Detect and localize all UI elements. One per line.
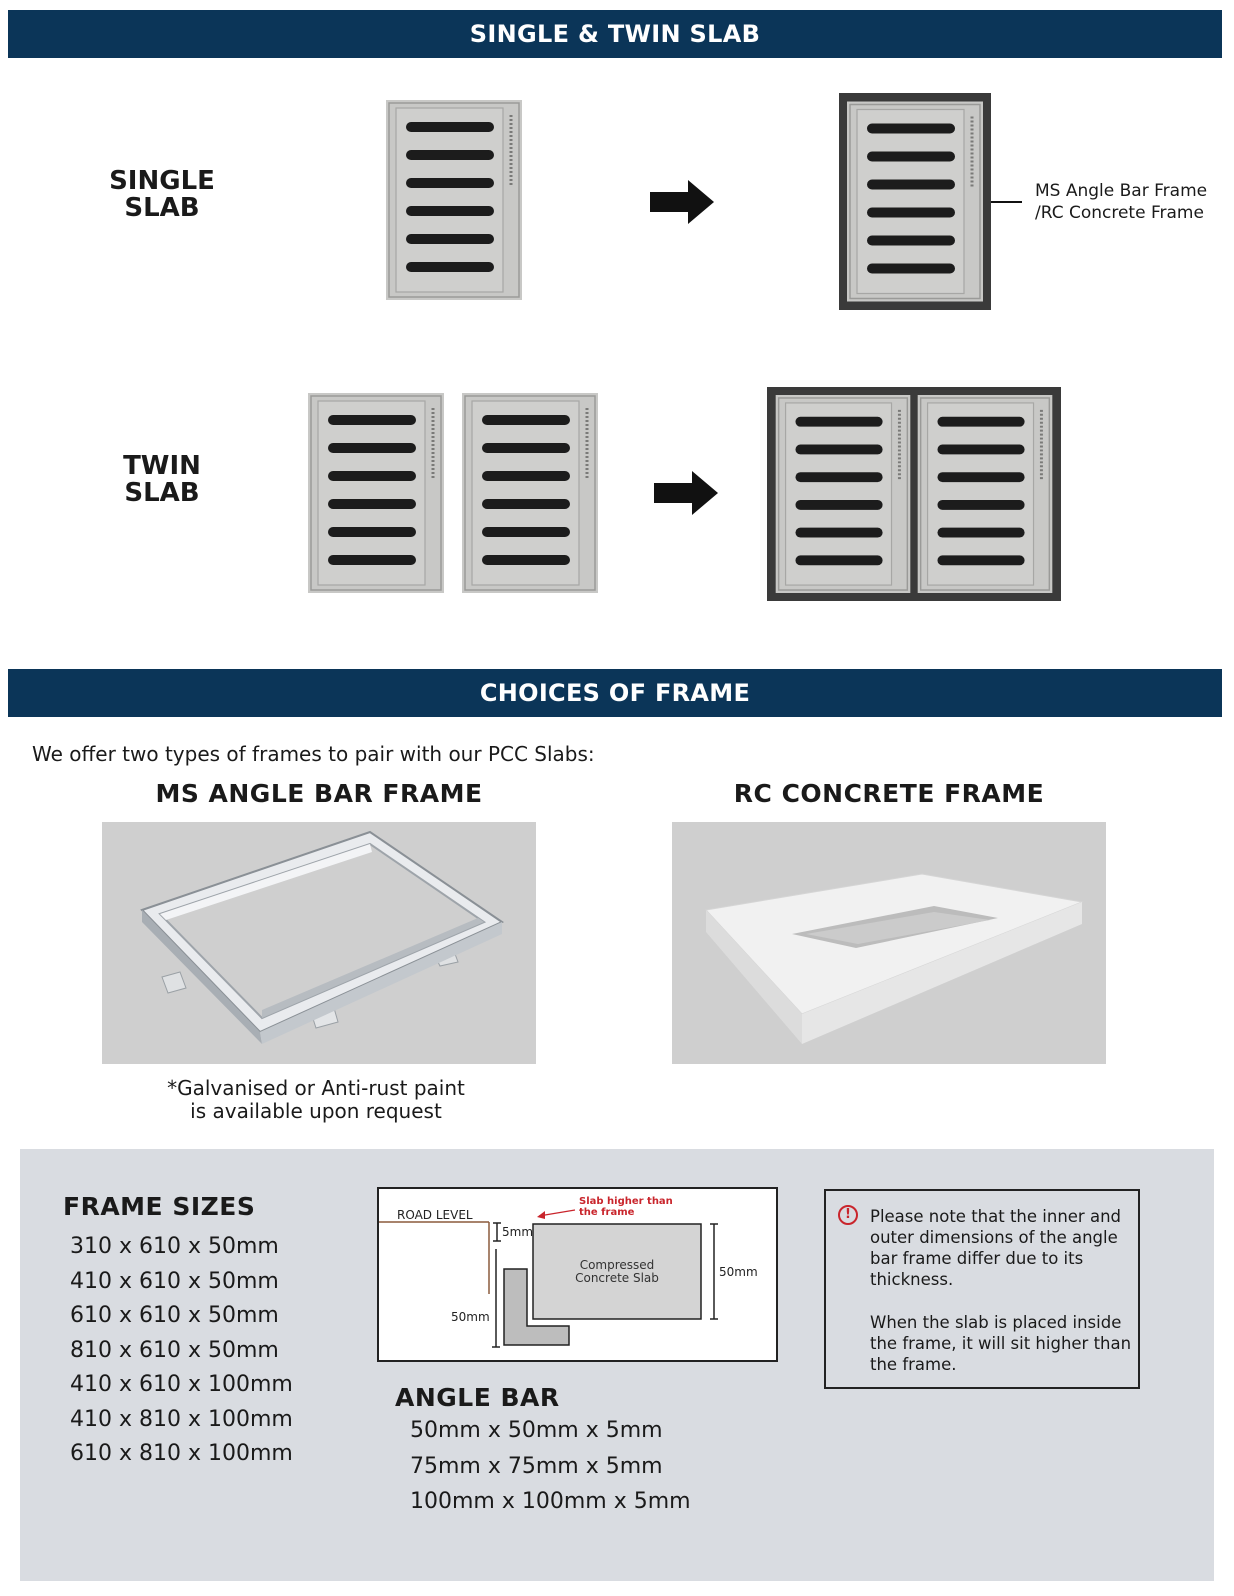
- info-para1: Please note that the inner and outer dim…: [870, 1207, 1122, 1289]
- intro-text: We offer two types of frames to pair wit…: [32, 742, 595, 766]
- twin-label-line1: TWIN: [123, 451, 201, 481]
- slab-higher-line1: Slab higher than: [579, 1196, 673, 1207]
- twin-slab-label: TWIN SLAB: [77, 453, 247, 507]
- callout-line: [991, 201, 1022, 203]
- frame-size-item: 810 x 610 x 50mm: [70, 1337, 279, 1363]
- single-label-line2: SLAB: [124, 193, 200, 223]
- frame-callout: MS Angle Bar Frame /RC Concrete Frame: [1035, 180, 1207, 224]
- frame-size-item: 410 x 610 x 100mm: [70, 1372, 293, 1397]
- frame-size-item: 610 x 810 x 100mm: [70, 1441, 293, 1466]
- section-title: SINGLE & TWIN SLAB: [469, 20, 761, 48]
- single-slab-image: [386, 100, 522, 300]
- frame-size-item: 610 x 610 x 50mm: [70, 1303, 279, 1328]
- section-banner-frame-choices: CHOICES OF FRAME: [8, 669, 1222, 717]
- info-para2: When the slab is placed inside the frame…: [870, 1313, 1132, 1374]
- note-line2: is available upon request: [190, 1099, 442, 1123]
- frame-sizes-heading: FRAME SIZES: [63, 1192, 256, 1221]
- ms-frame-title: MS ANGLE BAR FRAME: [155, 779, 483, 808]
- info-note-box: ! Please note that the inner and outer d…: [824, 1189, 1140, 1389]
- note-line1: *Galvanised or Anti-rust paint: [167, 1076, 465, 1100]
- dim-50mm-left-label: 50mm: [451, 1310, 490, 1324]
- section-banner-single-twin: SINGLE & TWIN SLAB: [8, 10, 1222, 58]
- section-title: CHOICES OF FRAME: [479, 679, 751, 707]
- single-label-line1: SINGLE: [109, 166, 215, 196]
- frame-size-item: 310 x 610 x 50mm: [70, 1234, 279, 1259]
- rc-frame-title: RC CONCRETE FRAME: [733, 779, 1045, 808]
- dim-50mm-right-label: 50mm: [719, 1265, 758, 1279]
- twin-slab-image-right: [462, 393, 598, 593]
- coating-note: *Galvanised or Anti-rust paint is availa…: [102, 1077, 530, 1123]
- ms-angle-bar-frame-image: [102, 822, 536, 1064]
- angle-bar-item: 50mm x 50mm x 5mm: [410, 1418, 663, 1443]
- twin-slab-image-left: [308, 393, 444, 593]
- slab-higher-line2: the frame: [579, 1207, 635, 1218]
- callout-line2: /RC Concrete Frame: [1035, 203, 1204, 223]
- exclamation-circle-icon: !: [838, 1205, 858, 1225]
- twin-label-line2: SLAB: [124, 478, 200, 508]
- angle-bar-item: 100mm x 100mm x 5mm: [410, 1489, 691, 1514]
- arrow-right-icon: [650, 180, 714, 224]
- slab-label-line2: Concrete Slab: [575, 1271, 659, 1285]
- dim-5mm-label: 5mm: [502, 1225, 533, 1239]
- single-slab-label: SINGLE SLAB: [77, 168, 247, 222]
- angle-bar-diagram: ROAD LEVEL 5mm 50mm Compressed Concrete …: [377, 1187, 778, 1362]
- twin-slab-framed-image: [767, 387, 1061, 601]
- angle-bar-heading: ANGLE BAR: [395, 1383, 560, 1412]
- slab-label-line1: Compressed: [580, 1258, 655, 1272]
- arrow-right-icon: [654, 471, 718, 515]
- single-slab-framed-image: [839, 93, 991, 310]
- rc-concrete-frame-image: [672, 822, 1106, 1064]
- angle-bar-item: 75mm x 75mm x 5mm: [410, 1453, 663, 1479]
- frame-size-item: 410 x 810 x 100mm: [70, 1406, 293, 1432]
- frame-size-item: 410 x 610 x 50mm: [70, 1268, 279, 1294]
- road-level-label: ROAD LEVEL: [397, 1208, 473, 1222]
- callout-line1: MS Angle Bar Frame: [1035, 181, 1208, 201]
